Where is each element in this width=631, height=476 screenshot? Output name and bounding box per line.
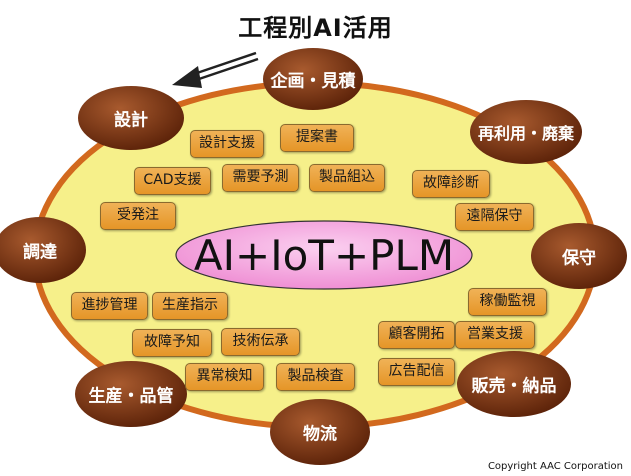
activity-production-instruction: 生産指示 — [152, 292, 228, 320]
stage-circle-reuse — [470, 100, 582, 164]
activity-ad-delivery: 広告配信 — [378, 358, 455, 386]
activity-failure-diagnosis: 故障診断 — [412, 170, 490, 198]
stage-circle-production — [75, 361, 187, 427]
activity-order-receipt: 受発注 — [100, 202, 176, 230]
stage-circle-procurement — [0, 217, 86, 283]
activity-design-support: 設計支援 — [190, 130, 264, 158]
activity-remote-maintenance: 遠隔保守 — [455, 203, 534, 231]
activity-cad-support: CAD支援 — [134, 167, 211, 195]
activity-sales-support: 営業支援 — [455, 321, 535, 349]
stage-circle-logistics — [270, 399, 370, 465]
stage-label-production: 生産・品管 — [88, 386, 174, 407]
direction-arrow-icon — [172, 51, 259, 88]
stage-label-procurement: 調達 — [23, 242, 57, 263]
stage-circle-sales — [457, 351, 571, 417]
copyright-text: Copyright AAC Corporation — [487, 461, 623, 472]
stage-label-logistics: 物流 — [303, 424, 337, 445]
center-label: AI+IoT+PLM — [193, 230, 455, 280]
activity-product-assembly: 製品組込 — [309, 164, 385, 192]
activity-demand-forecast: 需要予測 — [222, 164, 299, 192]
stage-label-maintenance: 保守 — [562, 248, 596, 269]
center-ellipse — [175, 220, 473, 290]
stage-circle-maintenance — [531, 223, 627, 289]
activity-product-inspection: 製品検査 — [276, 363, 355, 391]
stage-circle-planning — [263, 48, 363, 110]
activity-operation-monitoring: 稼働監視 — [468, 288, 547, 316]
activity-customer-development: 顧客開拓 — [378, 321, 455, 349]
stage-label-sales: 販売・納品 — [471, 376, 557, 397]
stage-label-planning: 企画・見積 — [270, 71, 356, 92]
stage-label-design: 設計 — [114, 110, 148, 131]
diagram-title: 工程別AI活用 — [238, 14, 393, 42]
activity-proposal: 提案書 — [280, 124, 354, 152]
stage-circle-design — [78, 86, 184, 150]
activity-progress-management: 進捗管理 — [71, 292, 148, 320]
activity-anomaly-detection: 異常検知 — [185, 363, 264, 391]
stage-label-reuse: 再利用・廃棄 — [477, 124, 575, 143]
activity-failure-prediction: 故障予知 — [132, 329, 212, 357]
activity-skill-transfer: 技術伝承 — [221, 328, 300, 356]
